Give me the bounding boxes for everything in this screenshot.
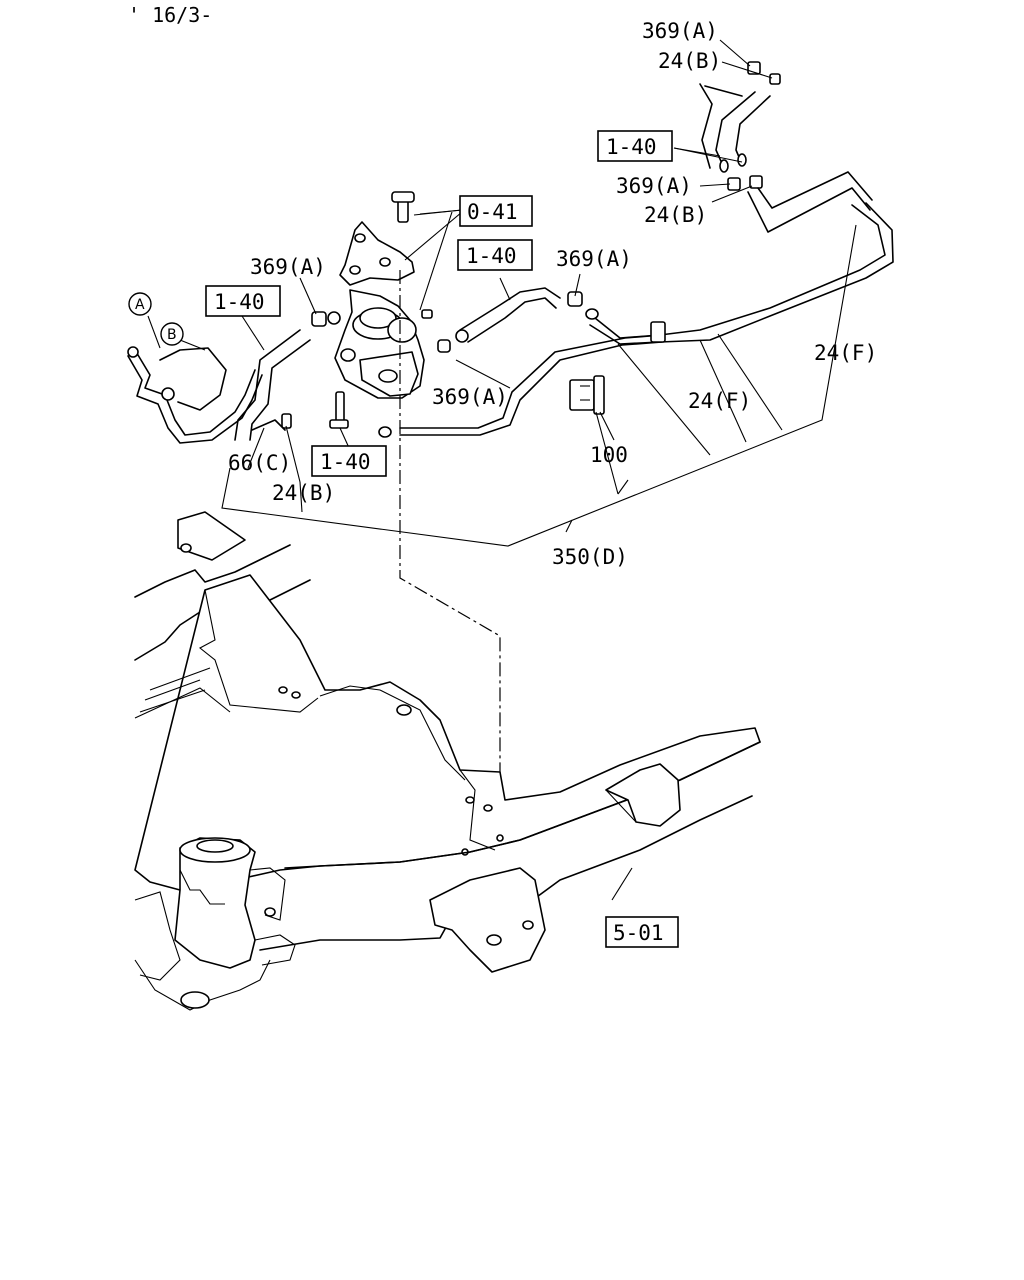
pipe-upper-right: [378, 171, 894, 438]
svg-text:A: A: [135, 297, 145, 313]
ref-369a-lower: 369(A): [432, 385, 508, 409]
ref-66c: 66(C): [228, 451, 291, 475]
hose-center: [437, 287, 583, 353]
ref-140-left: 1-40: [214, 290, 265, 314]
ref-100: 100: [590, 443, 628, 467]
clamp-mid: [699, 175, 763, 203]
leader-lines: [147, 147, 857, 901]
svg-text:B: B: [167, 327, 177, 343]
clamp-upper: [719, 39, 781, 85]
ref-140-center: 1-40: [466, 244, 517, 268]
ref-24b-mid: 24(B): [644, 203, 707, 227]
ref-501: 5-01: [613, 921, 664, 945]
ref-box-140-left: [205, 285, 281, 317]
ref-box-140-top: [597, 130, 673, 162]
ref-369a-left: 369(A): [250, 255, 326, 279]
diagram-code: ' 16/3-: [128, 3, 212, 27]
frame-chassis: [134, 511, 761, 1011]
bolt-lower: [329, 391, 349, 429]
ref-041: 0-41: [467, 200, 518, 224]
callout-a: A: [128, 292, 152, 316]
ref-box-140-bottom: [311, 445, 387, 477]
ref-369a-top: 369(A): [642, 19, 718, 43]
ref-24f-right: 24(F): [814, 341, 877, 365]
ref-box-140-center: [457, 239, 533, 271]
ref-24b-top: 24(B): [658, 49, 721, 73]
bracket-100: [569, 375, 605, 415]
ref-140-bottom: 1-40: [320, 450, 371, 474]
pipe-left-loops: [127, 346, 263, 444]
ref-24f-mid: 24(F): [688, 389, 751, 413]
hose-left: [234, 311, 341, 441]
ref-box-041: [459, 195, 533, 227]
ref-box-501: [605, 916, 679, 948]
upper-hose: [699, 83, 771, 173]
ref-24b-bottom: 24(B): [272, 481, 335, 505]
locator-lines: [399, 270, 501, 830]
ref-350d: 350(D): [552, 545, 628, 569]
ref-369a-mid: 369(A): [616, 174, 692, 198]
callout-b: B: [160, 322, 184, 346]
ref-369a-center: 369(A): [556, 247, 632, 271]
canister-assembly: [334, 191, 463, 399]
ref-140-top: 1-40: [606, 135, 657, 159]
